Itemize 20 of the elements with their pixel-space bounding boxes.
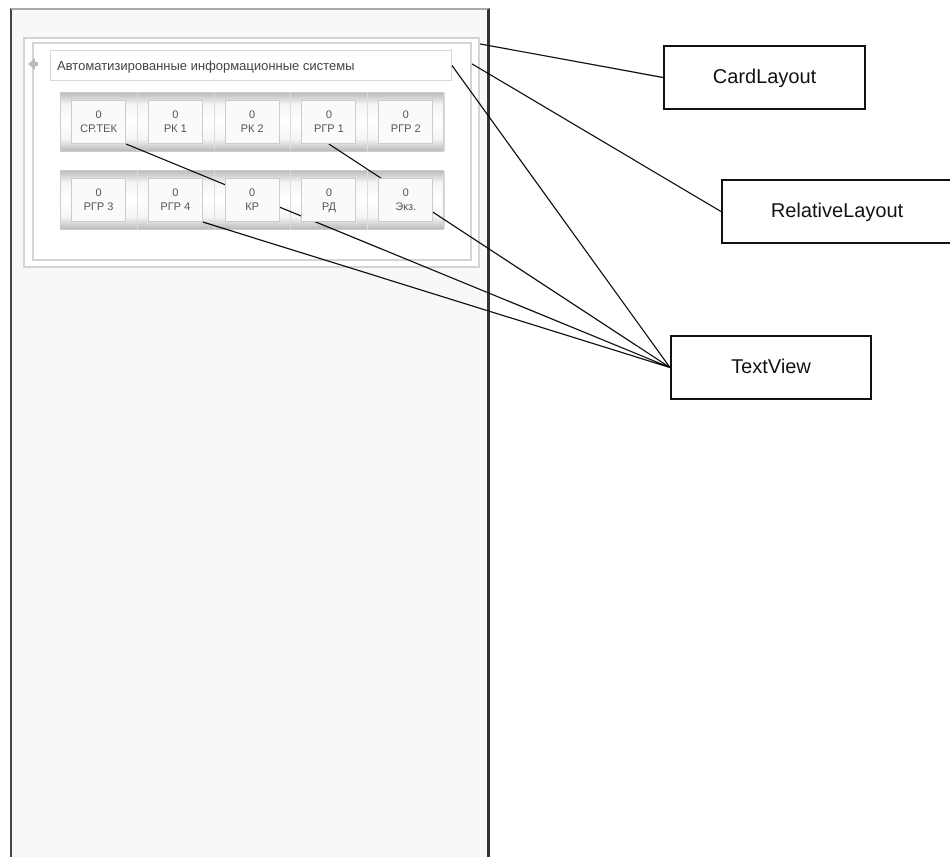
leader-line	[452, 65, 670, 368]
score-cell	[148, 100, 203, 144]
leader-line	[202, 221, 670, 368]
leader-line	[480, 43, 664, 78]
score-cell	[71, 178, 126, 222]
score-cell	[301, 178, 356, 222]
score-cell	[378, 100, 434, 144]
score-cell	[224, 100, 280, 144]
score-cell	[378, 178, 434, 222]
score-cell	[224, 178, 280, 222]
score-cell	[148, 178, 203, 222]
callout-label: CardLayout	[663, 45, 866, 110]
callout-label: TextView	[670, 335, 872, 400]
score-cell	[301, 100, 356, 144]
leader-line	[328, 144, 670, 368]
score-cell	[71, 100, 126, 144]
header-text: Автоматизированные информационные системы	[50, 50, 452, 81]
callout-label: RelativeLayout	[721, 179, 950, 244]
cell-text: РД	[320, 200, 337, 214]
leader-line	[472, 63, 722, 212]
